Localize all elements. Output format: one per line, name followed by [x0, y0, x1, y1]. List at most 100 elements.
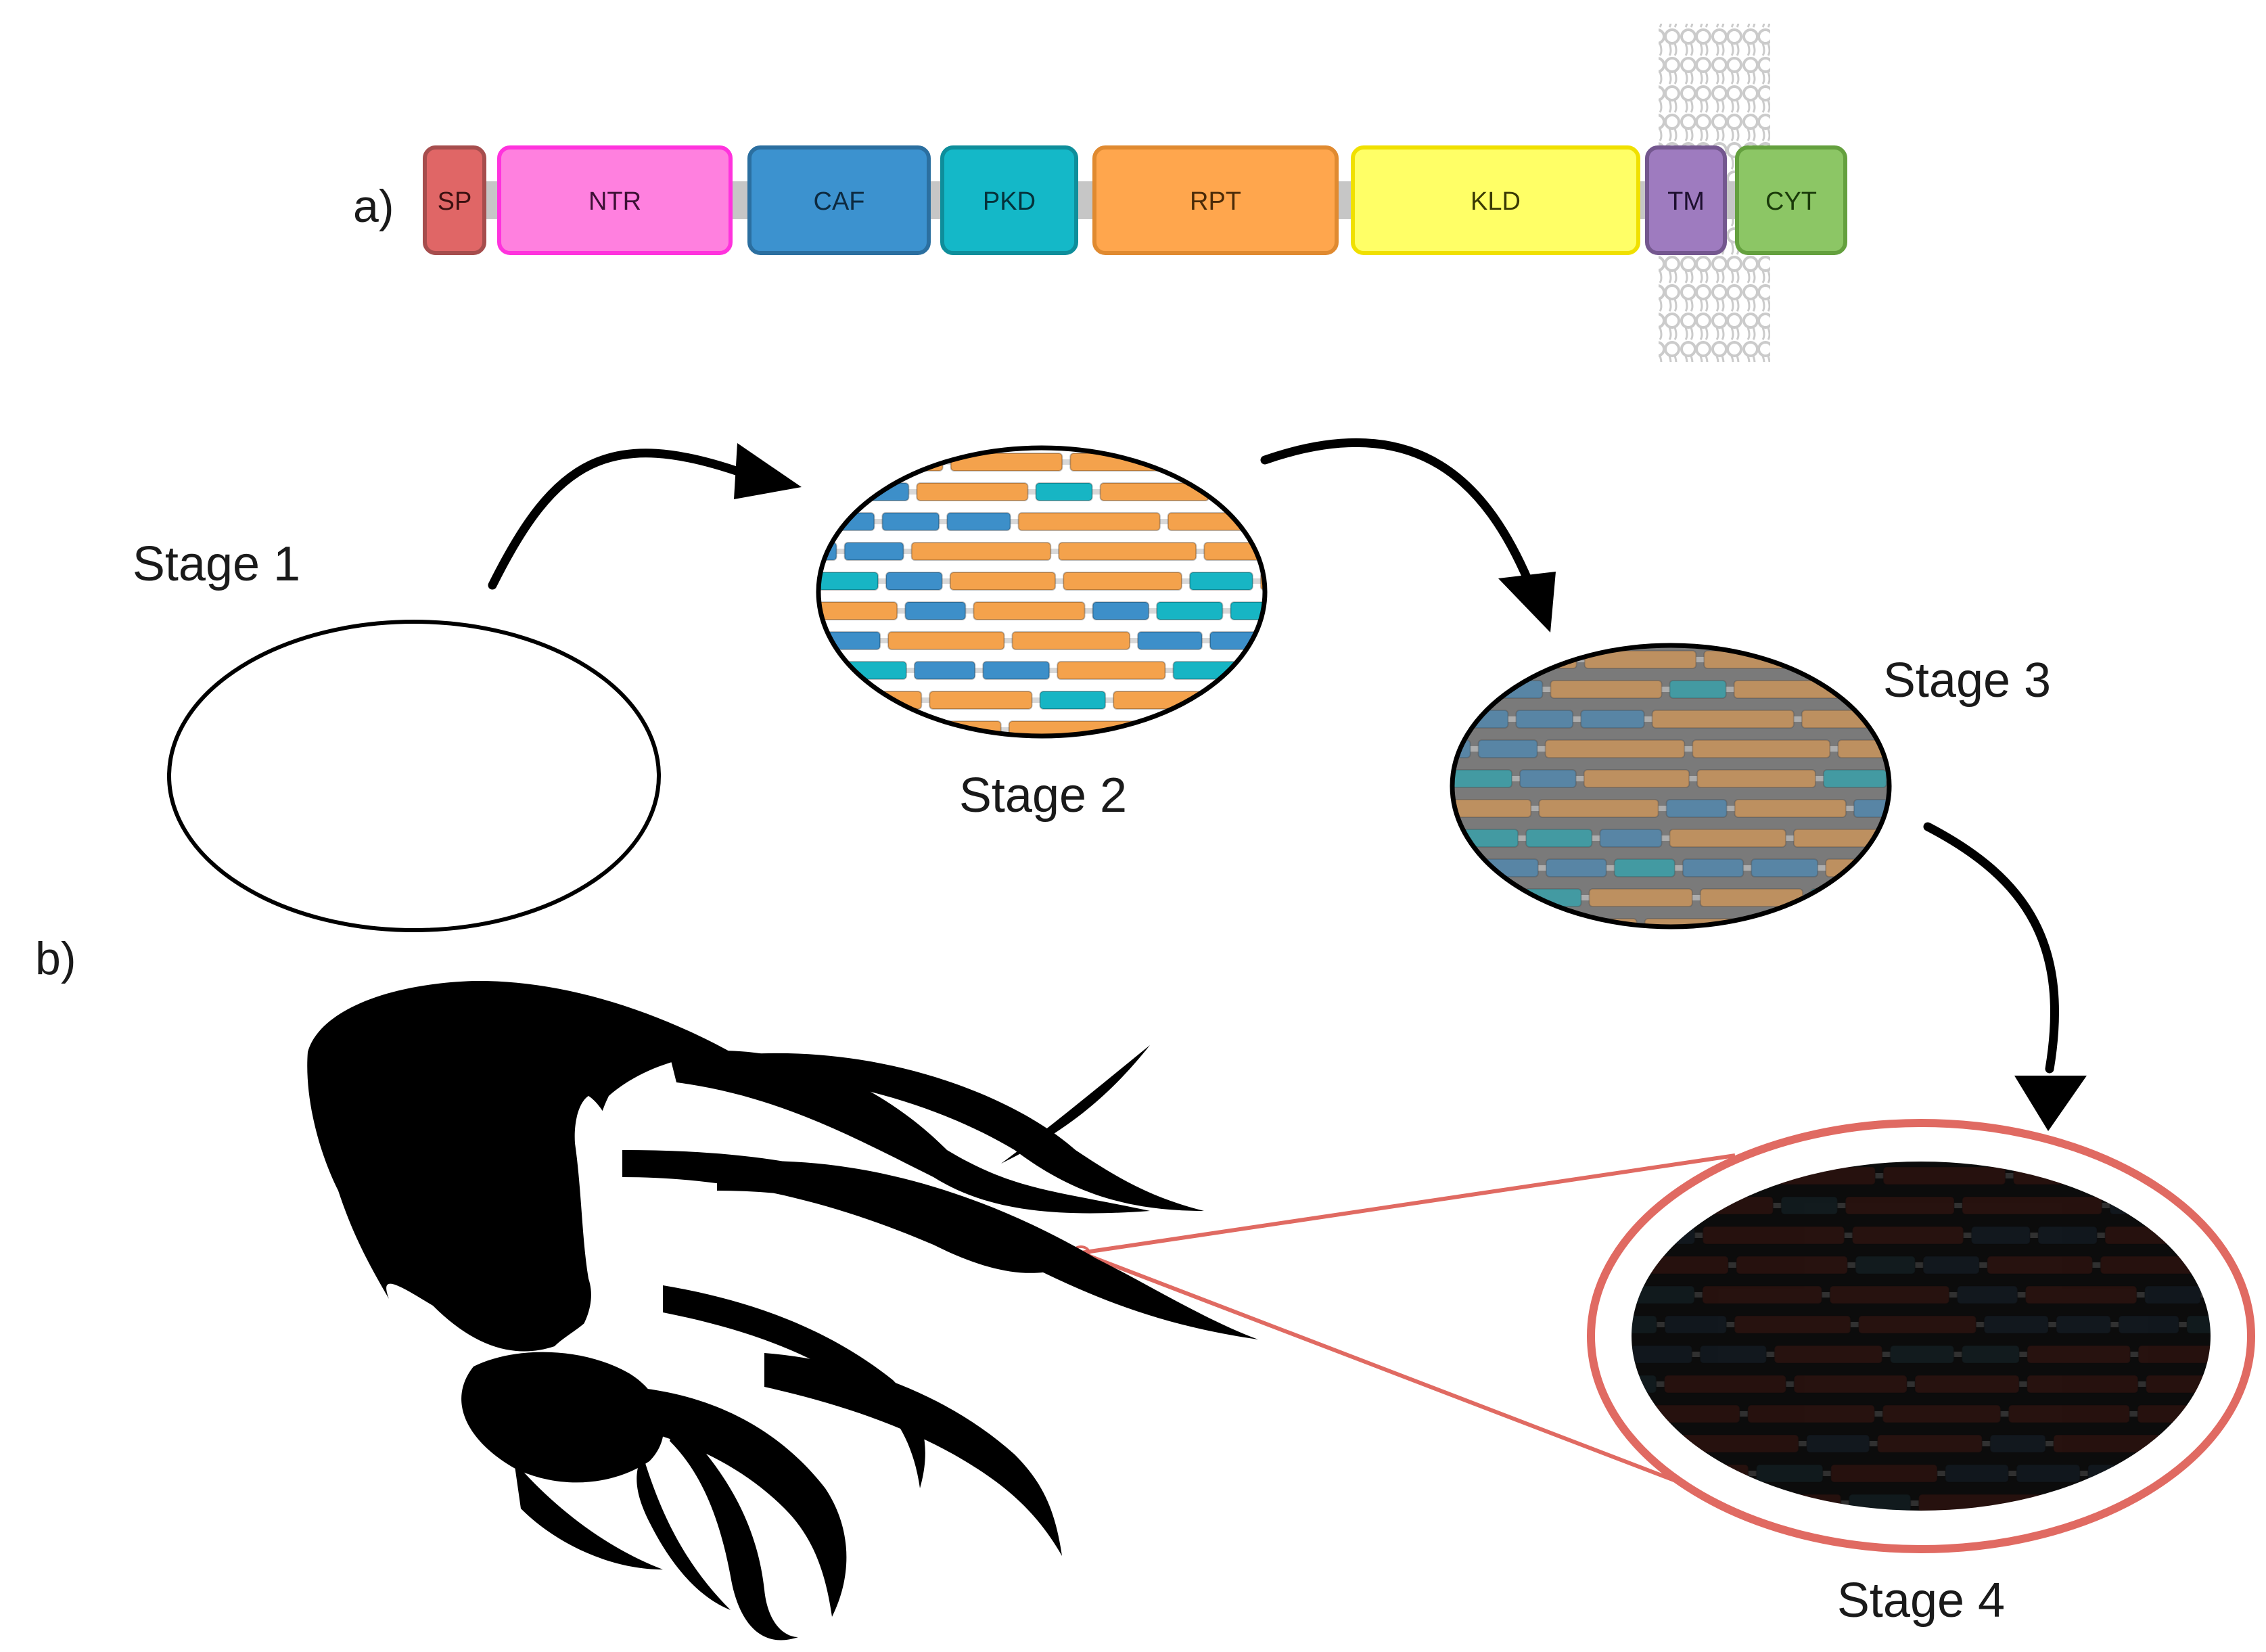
filament [1599, 829, 1663, 848]
panel-b: b) Stage 1 Stage 2 Stage 3 Stage 4 [35, 438, 2255, 1640]
stage-4-label: Stage 4 [1837, 1574, 2005, 1628]
filament [2145, 1375, 2211, 1394]
filament [1538, 799, 1659, 818]
filament [1058, 542, 1197, 561]
filament [843, 542, 904, 561]
domain-box-sp [423, 145, 486, 255]
filament [982, 661, 1050, 680]
filament [973, 601, 1086, 620]
filament [1663, 1375, 1787, 1394]
filament [1970, 1226, 2031, 1245]
filament [1259, 572, 1265, 591]
filament [2027, 1345, 2131, 1364]
domain-box-cyt [1735, 145, 1847, 255]
filament [1092, 601, 1150, 620]
filament [1632, 1315, 1658, 1334]
filament [1793, 1375, 1908, 1394]
filament [1734, 799, 1847, 818]
domain-box-kld [1351, 145, 1640, 255]
arrow-stage2-to-stage3 [1260, 438, 1533, 587]
stage-1-cell [167, 620, 661, 932]
domain-label-sp: SP [438, 187, 472, 216]
filament [1692, 739, 1831, 758]
domain-caf: CAF [747, 145, 931, 255]
filament [1039, 691, 1107, 710]
filament [1017, 512, 1161, 531]
filament [1763, 918, 1889, 927]
filament [1188, 572, 1253, 591]
filament [818, 661, 839, 680]
filament [1774, 1345, 1883, 1364]
filament [910, 542, 1052, 561]
filament [887, 631, 1005, 650]
filament [1156, 601, 1224, 620]
filament [1956, 1285, 2018, 1304]
filament [1544, 739, 1686, 758]
domain-label-kld: KLD [1471, 187, 1521, 216]
filament [1696, 769, 1816, 788]
domain-ntr: NTR [497, 145, 733, 255]
filament [1922, 1256, 1980, 1275]
filament [1588, 888, 1693, 907]
filament [2158, 1166, 2211, 1185]
arrow-stage1-to-stage2-head [734, 443, 802, 499]
filament [1011, 631, 1131, 650]
domain-kld: KLD [1351, 145, 1640, 255]
filament [904, 601, 967, 620]
filament [1876, 1434, 1983, 1453]
domain-box-caf [747, 145, 931, 255]
filament [818, 572, 879, 591]
arrow-stage2-to-stage3-head [1498, 572, 1556, 633]
stage-2: Stage 2 [816, 445, 1268, 823]
filament [1944, 1464, 2010, 1483]
filament [1452, 858, 1477, 877]
filament [1550, 680, 1663, 699]
filament [818, 601, 898, 620]
filament [1057, 661, 1166, 680]
domain-label-caf: CAF [814, 187, 865, 216]
filament [1452, 918, 1525, 927]
filament [1961, 1196, 2103, 1215]
filament [1477, 739, 1538, 758]
filament [1837, 739, 1889, 758]
filament [1035, 482, 1093, 501]
filament [1242, 691, 1265, 710]
filament [1882, 1166, 2006, 1185]
domain-cyt: CYT [1735, 145, 1847, 255]
stage-1: Stage 1 [133, 537, 661, 932]
domain-label-pkd: PKD [983, 187, 1036, 216]
filament [1701, 1285, 1823, 1304]
filament [2016, 1464, 2081, 1483]
filament [1664, 1315, 1728, 1334]
filament [1632, 1494, 1659, 1511]
filament [1613, 858, 1675, 877]
filament [1986, 1256, 2094, 1275]
filament [1519, 769, 1577, 788]
progression-arrows [488, 438, 2087, 1131]
stage-2-cell [816, 445, 1268, 739]
filament [949, 572, 1057, 591]
domain-box-pkd [940, 145, 1078, 255]
panel-b-label: b) [35, 933, 76, 984]
filament [1780, 1196, 1839, 1215]
filament [1830, 1464, 1938, 1483]
domain-label-cyt: CYT [1765, 187, 1817, 216]
filament [2186, 1315, 2211, 1334]
filament [1452, 888, 1517, 907]
filament [1845, 1196, 1955, 1215]
filament [929, 691, 1033, 710]
filament [1063, 572, 1182, 591]
filament [1883, 888, 1889, 907]
filament [2137, 1345, 2211, 1364]
filament [1632, 1196, 1655, 1215]
stage-2-filaments [818, 448, 1265, 736]
filament [1914, 1375, 2020, 1394]
filament [1751, 858, 1819, 877]
filament [1851, 1226, 1964, 1245]
filament [1137, 631, 1203, 650]
filament [1855, 1256, 1916, 1275]
filament [1983, 1315, 2050, 1334]
stage-3-label: Stage 3 [1883, 653, 2051, 708]
filament [1669, 829, 1786, 848]
